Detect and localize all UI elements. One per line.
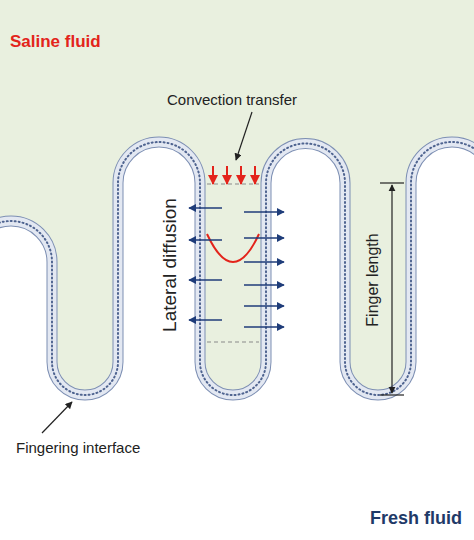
interface-edge bbox=[0, 142, 474, 395]
fingering-interface bbox=[0, 142, 474, 395]
diffusion-arrow bbox=[244, 305, 284, 306]
finger-length-dimension bbox=[380, 183, 404, 395]
dimension-line bbox=[391, 185, 392, 393]
interface-band bbox=[0, 142, 474, 395]
saline-region bbox=[0, 0, 474, 395]
convection-arrow bbox=[254, 166, 256, 184]
leader-line bbox=[236, 112, 252, 160]
region-label: Fresh fluid bbox=[370, 509, 462, 529]
dimension-tick bbox=[380, 182, 404, 183]
diffusion-arrows bbox=[189, 208, 284, 327]
diffusion-arrow bbox=[244, 237, 284, 238]
control-volume-top bbox=[207, 183, 259, 184]
diffusion-arrow bbox=[189, 239, 222, 240]
diffusion-arrow bbox=[189, 279, 222, 280]
region-label: Saline fluid bbox=[10, 33, 101, 52]
diffusion-arrow bbox=[244, 284, 284, 285]
diffusion-arrow bbox=[189, 319, 222, 320]
diffusion-arrow bbox=[244, 211, 284, 212]
convection-arrows bbox=[213, 166, 255, 184]
dimension-tick bbox=[380, 394, 404, 395]
dimension-label: Finger length bbox=[364, 233, 382, 326]
interface-stipple bbox=[0, 142, 474, 395]
process-label: Lateral diffusion bbox=[160, 198, 181, 332]
convection-arrow bbox=[212, 166, 214, 184]
leader-line bbox=[42, 402, 72, 433]
convection-arrow bbox=[226, 166, 228, 184]
process-label: Convection transfer bbox=[167, 92, 297, 109]
diffusion-arrow bbox=[244, 261, 284, 262]
callout-label: Fingering interface bbox=[16, 440, 140, 457]
control-volume-bottom bbox=[207, 341, 259, 342]
diffusion-arrow bbox=[244, 326, 284, 327]
diffusion-arrow bbox=[189, 207, 222, 208]
convection-arrow bbox=[240, 166, 242, 184]
